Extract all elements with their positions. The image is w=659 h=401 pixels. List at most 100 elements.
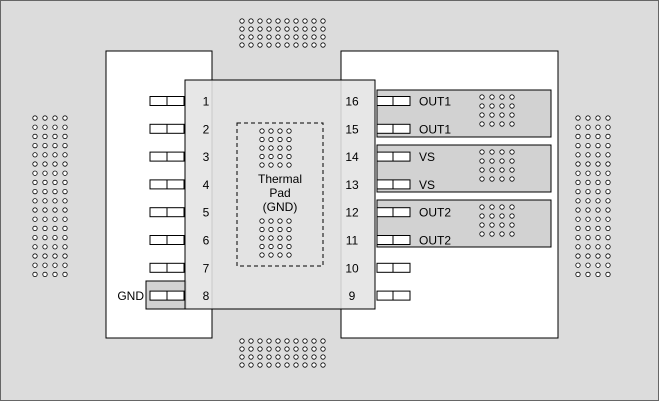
thermal-via [479,103,485,109]
thermal-via [42,207,48,213]
pin-number: 1 [203,95,210,109]
thermal-via [605,189,611,195]
thermal-via [52,143,58,149]
thermal-via [239,42,245,48]
pin-number: 16 [345,95,359,109]
thermal-via [42,179,48,185]
pin-net-label: VS [419,150,435,164]
thermal-via [32,161,38,167]
thermal-via [277,243,283,250]
thermal-via [575,133,581,139]
thermal-via [248,346,254,352]
thermal-via [32,198,38,204]
thermal-via [320,42,326,48]
thermal-via [293,354,299,360]
pin-net-label: OUT1 [419,122,451,136]
thermal-via [268,235,274,241]
thermal-via [585,179,591,185]
thermal-via [62,115,68,121]
thermal-via [62,143,68,149]
thermal-via [239,18,245,24]
thermal-via [499,204,505,210]
thermal-via [509,103,515,109]
thermal-via [605,244,611,250]
thermal-via [605,253,611,259]
thermal-via [320,34,326,40]
thermal-via [605,235,611,241]
thermal-via [284,42,290,48]
thermal-via [259,162,265,168]
thermal-via [42,198,48,204]
thermal-via [509,149,515,155]
thermal-via [62,271,68,277]
thermal-via [499,112,505,118]
thermal-via [311,26,317,32]
thermal-via [52,170,58,176]
thermal-via [259,243,265,250]
thermal-via [595,262,601,268]
thermal-via [489,213,495,219]
thermal-via [575,216,581,222]
thermal-pad-label-line2: Pad [269,186,290,200]
thermal-via [311,354,317,360]
thermal-via [479,158,485,164]
thermal-via [293,346,299,352]
thermal-via [585,253,591,259]
thermal-via [268,145,274,151]
thermal-via [320,346,326,352]
thermal-via [585,262,591,268]
thermal-via [62,161,68,167]
thermal-pad [236,122,324,267]
thermal-via [585,225,591,231]
thermal-via [239,34,245,40]
pin-net-label: VS [419,178,435,192]
thermal-via [595,207,601,213]
thermal-via [575,152,581,158]
thermal-via [489,94,495,100]
pin-number: 11 [346,234,359,248]
via-array-out1 [479,94,515,127]
thermal-via [595,179,601,185]
thermal-via [585,170,591,176]
thermal-via [268,128,274,134]
thermal-via [585,235,591,241]
thermal-via [248,362,254,368]
thermal-via [266,18,272,24]
left-pin-2: 2 [149,122,210,136]
thermal-via [585,207,591,213]
pin-number: 6 [203,234,210,248]
thermal-via [239,346,245,352]
thermal-via [52,225,58,231]
thermal-via [489,149,495,155]
thermal-via [62,124,68,130]
thermal-via [302,346,308,352]
thermal-via [595,143,601,149]
via-array-right [575,115,611,277]
thermal-via [266,362,272,368]
thermal-via [268,136,274,143]
thermal-via [62,133,68,139]
thermal-via [277,136,283,143]
thermal-via [595,271,601,277]
via-array-pad-upper [259,128,292,168]
thermal-via [62,170,68,176]
thermal-via [585,271,591,277]
thermal-via [62,216,68,222]
thermal-via [509,112,515,118]
thermal-via [509,94,515,100]
thermal-via [248,354,254,360]
thermal-via [32,143,38,149]
thermal-via [585,133,591,139]
thermal-via [605,225,611,231]
thermal-via [275,26,281,32]
thermal-via [52,198,58,204]
thermal-via [275,42,281,48]
thermal-via-array [32,18,611,368]
thermal-via [575,115,581,121]
thermal-via [52,262,58,268]
thermal-via [52,189,58,195]
thermal-via [62,152,68,158]
